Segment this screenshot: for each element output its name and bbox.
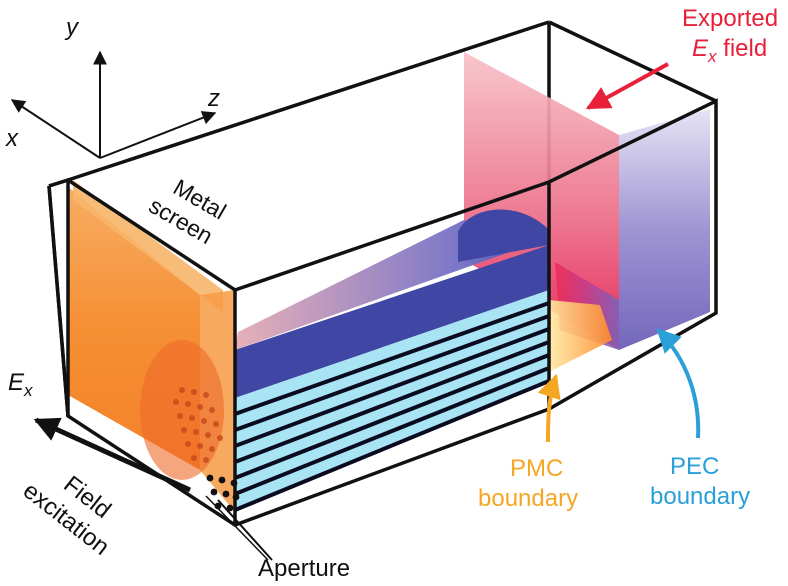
y-axis-label: y	[64, 14, 80, 41]
ex-field-arrow	[33, 417, 192, 493]
pec-arrow	[656, 328, 701, 439]
slab-dome	[458, 209, 549, 262]
aperture-dot-pattern	[173, 387, 223, 463]
metal-screen-label: Metal screen	[145, 174, 231, 249]
axes-triad: y z x	[5, 14, 220, 159]
x-axis-label: x	[5, 125, 19, 152]
aperture-leader-line-2	[205, 495, 269, 561]
slab-front-face	[235, 245, 549, 398]
exported-field-arrow	[585, 62, 669, 110]
field-excitation-label: Field excitation	[18, 471, 116, 561]
z-axis-arrow	[99, 111, 217, 159]
pmc-label-line2: boundary	[478, 485, 578, 512]
aperture-leader-line-1	[217, 499, 273, 561]
x-axis-arrow	[10, 99, 101, 159]
dielectric-slab	[235, 209, 549, 398]
metal-screen	[68, 180, 240, 512]
pmc-arrow	[537, 373, 561, 443]
exported-label-line1: Exported	[682, 5, 778, 32]
layered-block	[234, 290, 550, 512]
aperture-label: Aperture	[258, 555, 350, 581]
pec-label-line1: PEC	[670, 453, 719, 480]
pec-label-line2: boundary	[650, 483, 750, 510]
ex-label: Ex	[8, 369, 33, 400]
pmc-plane	[549, 300, 612, 372]
z-axis-label: z	[207, 85, 220, 112]
pmc-label-line1: PMC	[510, 455, 563, 482]
pec-plane	[619, 109, 710, 350]
metal-screen-top	[73, 180, 223, 312]
exported-label-line2: Ex field	[692, 35, 767, 66]
aperture-field-lobe	[140, 340, 224, 480]
